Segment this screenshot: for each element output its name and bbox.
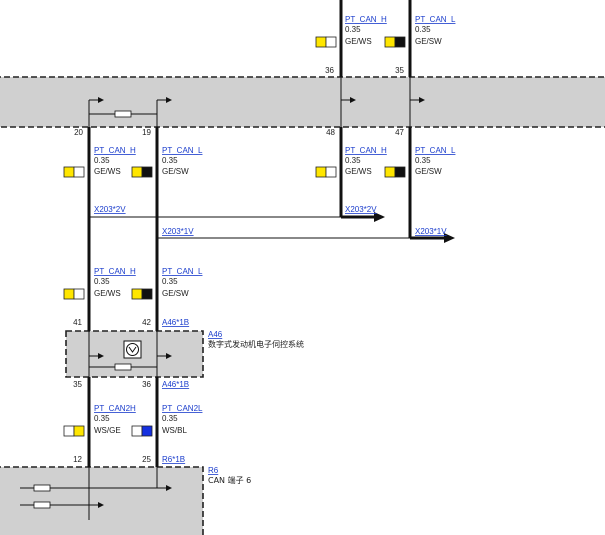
pin-number: 36 <box>325 66 334 75</box>
pin-number: 19 <box>142 128 151 137</box>
arrow-right-icon <box>374 212 385 222</box>
connector-link-x203-2v-branch[interactable]: X203*2V <box>94 205 126 214</box>
wire-size-right-can-l: 0.35 <box>415 156 431 165</box>
connector-link-x203-1v-branch[interactable]: X203*1V <box>162 227 194 236</box>
wire-color-top-can-h: GE/WS <box>345 37 372 46</box>
wire-name-right-can-h[interactable]: PT_CAN_H <box>345 146 387 155</box>
wire-size-top-can-l: 0.35 <box>415 25 431 34</box>
wire-color-left-can-h: GE/WS <box>94 167 121 176</box>
wire-size-right-can-h: 0.35 <box>345 156 361 165</box>
wire-size-left-can-h: 0.35 <box>94 277 110 286</box>
pin-number: 12 <box>73 455 82 464</box>
pin-number: 48 <box>326 128 335 137</box>
wire-name-can2l[interactable]: PT_CAN2L <box>162 404 203 413</box>
r6-internal-lines <box>20 467 172 520</box>
pin-number: 35 <box>395 66 404 75</box>
wire-color-right-can-l: GE/SW <box>415 167 442 176</box>
dme-internal-lines <box>88 331 172 377</box>
connector-link-r6-1b[interactable]: R6*1B <box>162 455 185 464</box>
wire-name-top-can-l[interactable]: PT_CAN_L <box>415 15 456 24</box>
wire-size-left-can-l: 0.35 <box>162 277 178 286</box>
swatch-can2h <box>63 425 85 437</box>
pin-number: 42 <box>142 318 151 327</box>
swatch-left-can-h-b <box>63 288 85 300</box>
pin-number: 20 <box>74 128 83 137</box>
swatch-can2l <box>131 425 153 437</box>
wire-color-can2h: WS/GE <box>94 426 121 435</box>
connector-link-x203-2v[interactable]: X203*2V <box>345 205 377 214</box>
ecu-symbol-icon <box>123 340 142 359</box>
connector-link-a46-1b[interactable]: A46*1B <box>162 318 189 327</box>
wire-color-can2l: WS/BL <box>162 426 187 435</box>
wire-name-can2h[interactable]: PT_CAN2H <box>94 404 136 413</box>
wire-name-left-can-l[interactable]: PT_CAN_L <box>162 267 203 276</box>
wire-size-left-can-l: 0.35 <box>162 156 178 165</box>
swatch-left-can-h-a <box>63 166 85 178</box>
component-link-a46[interactable]: A46 <box>208 330 223 339</box>
swatch-top-can-h <box>315 36 337 48</box>
component-name-dme: 数字式发动机电子伺控系统 <box>208 339 304 349</box>
arrow-right-icon <box>444 233 455 243</box>
wire-name-left-can-h[interactable]: PT_CAN_H <box>94 267 136 276</box>
component-link-r6[interactable]: R6 <box>208 466 219 475</box>
swatch-left-can-l-a <box>131 166 153 178</box>
connector-link-a46-1b-bottom[interactable]: A46*1B <box>162 380 189 389</box>
swatch-left-can-l-b <box>131 288 153 300</box>
wire-name-top-can-h[interactable]: PT_CAN_H <box>345 15 387 24</box>
swatch-top-can-l <box>384 36 406 48</box>
pin-number: 41 <box>73 318 82 327</box>
wire-color-top-can-l: GE/SW <box>415 37 442 46</box>
pin-number: 35 <box>73 380 82 389</box>
wire-size-top-can-h: 0.35 <box>345 25 361 34</box>
r6-terminal-box <box>0 466 204 535</box>
wire-color-left-can-h: GE/WS <box>94 289 121 298</box>
swatch-right-can-l <box>384 166 406 178</box>
wire-color-right-can-h: GE/WS <box>345 167 372 176</box>
wire-size-can2l: 0.35 <box>162 414 178 423</box>
bus-internal-lines <box>88 77 425 127</box>
wire-name-left-can-l[interactable]: PT_CAN_L <box>162 146 203 155</box>
wire-size-left-can-h: 0.35 <box>94 156 110 165</box>
pin-number: 47 <box>395 128 404 137</box>
wire-color-left-can-l: GE/SW <box>162 167 189 176</box>
swatch-right-can-h <box>315 166 337 178</box>
pin-number: 25 <box>142 455 151 464</box>
connector-link-x203-1v[interactable]: X203*1V <box>415 227 447 236</box>
pin-number: 36 <box>142 380 151 389</box>
wire-name-left-can-h[interactable]: PT_CAN_H <box>94 146 136 155</box>
bus-module-box <box>0 76 605 128</box>
wire-name-right-can-l[interactable]: PT_CAN_L <box>415 146 456 155</box>
component-name-r6: CAN 端子 6 <box>208 475 251 485</box>
wire-size-can2h: 0.35 <box>94 414 110 423</box>
wire-color-left-can-l: GE/SW <box>162 289 189 298</box>
